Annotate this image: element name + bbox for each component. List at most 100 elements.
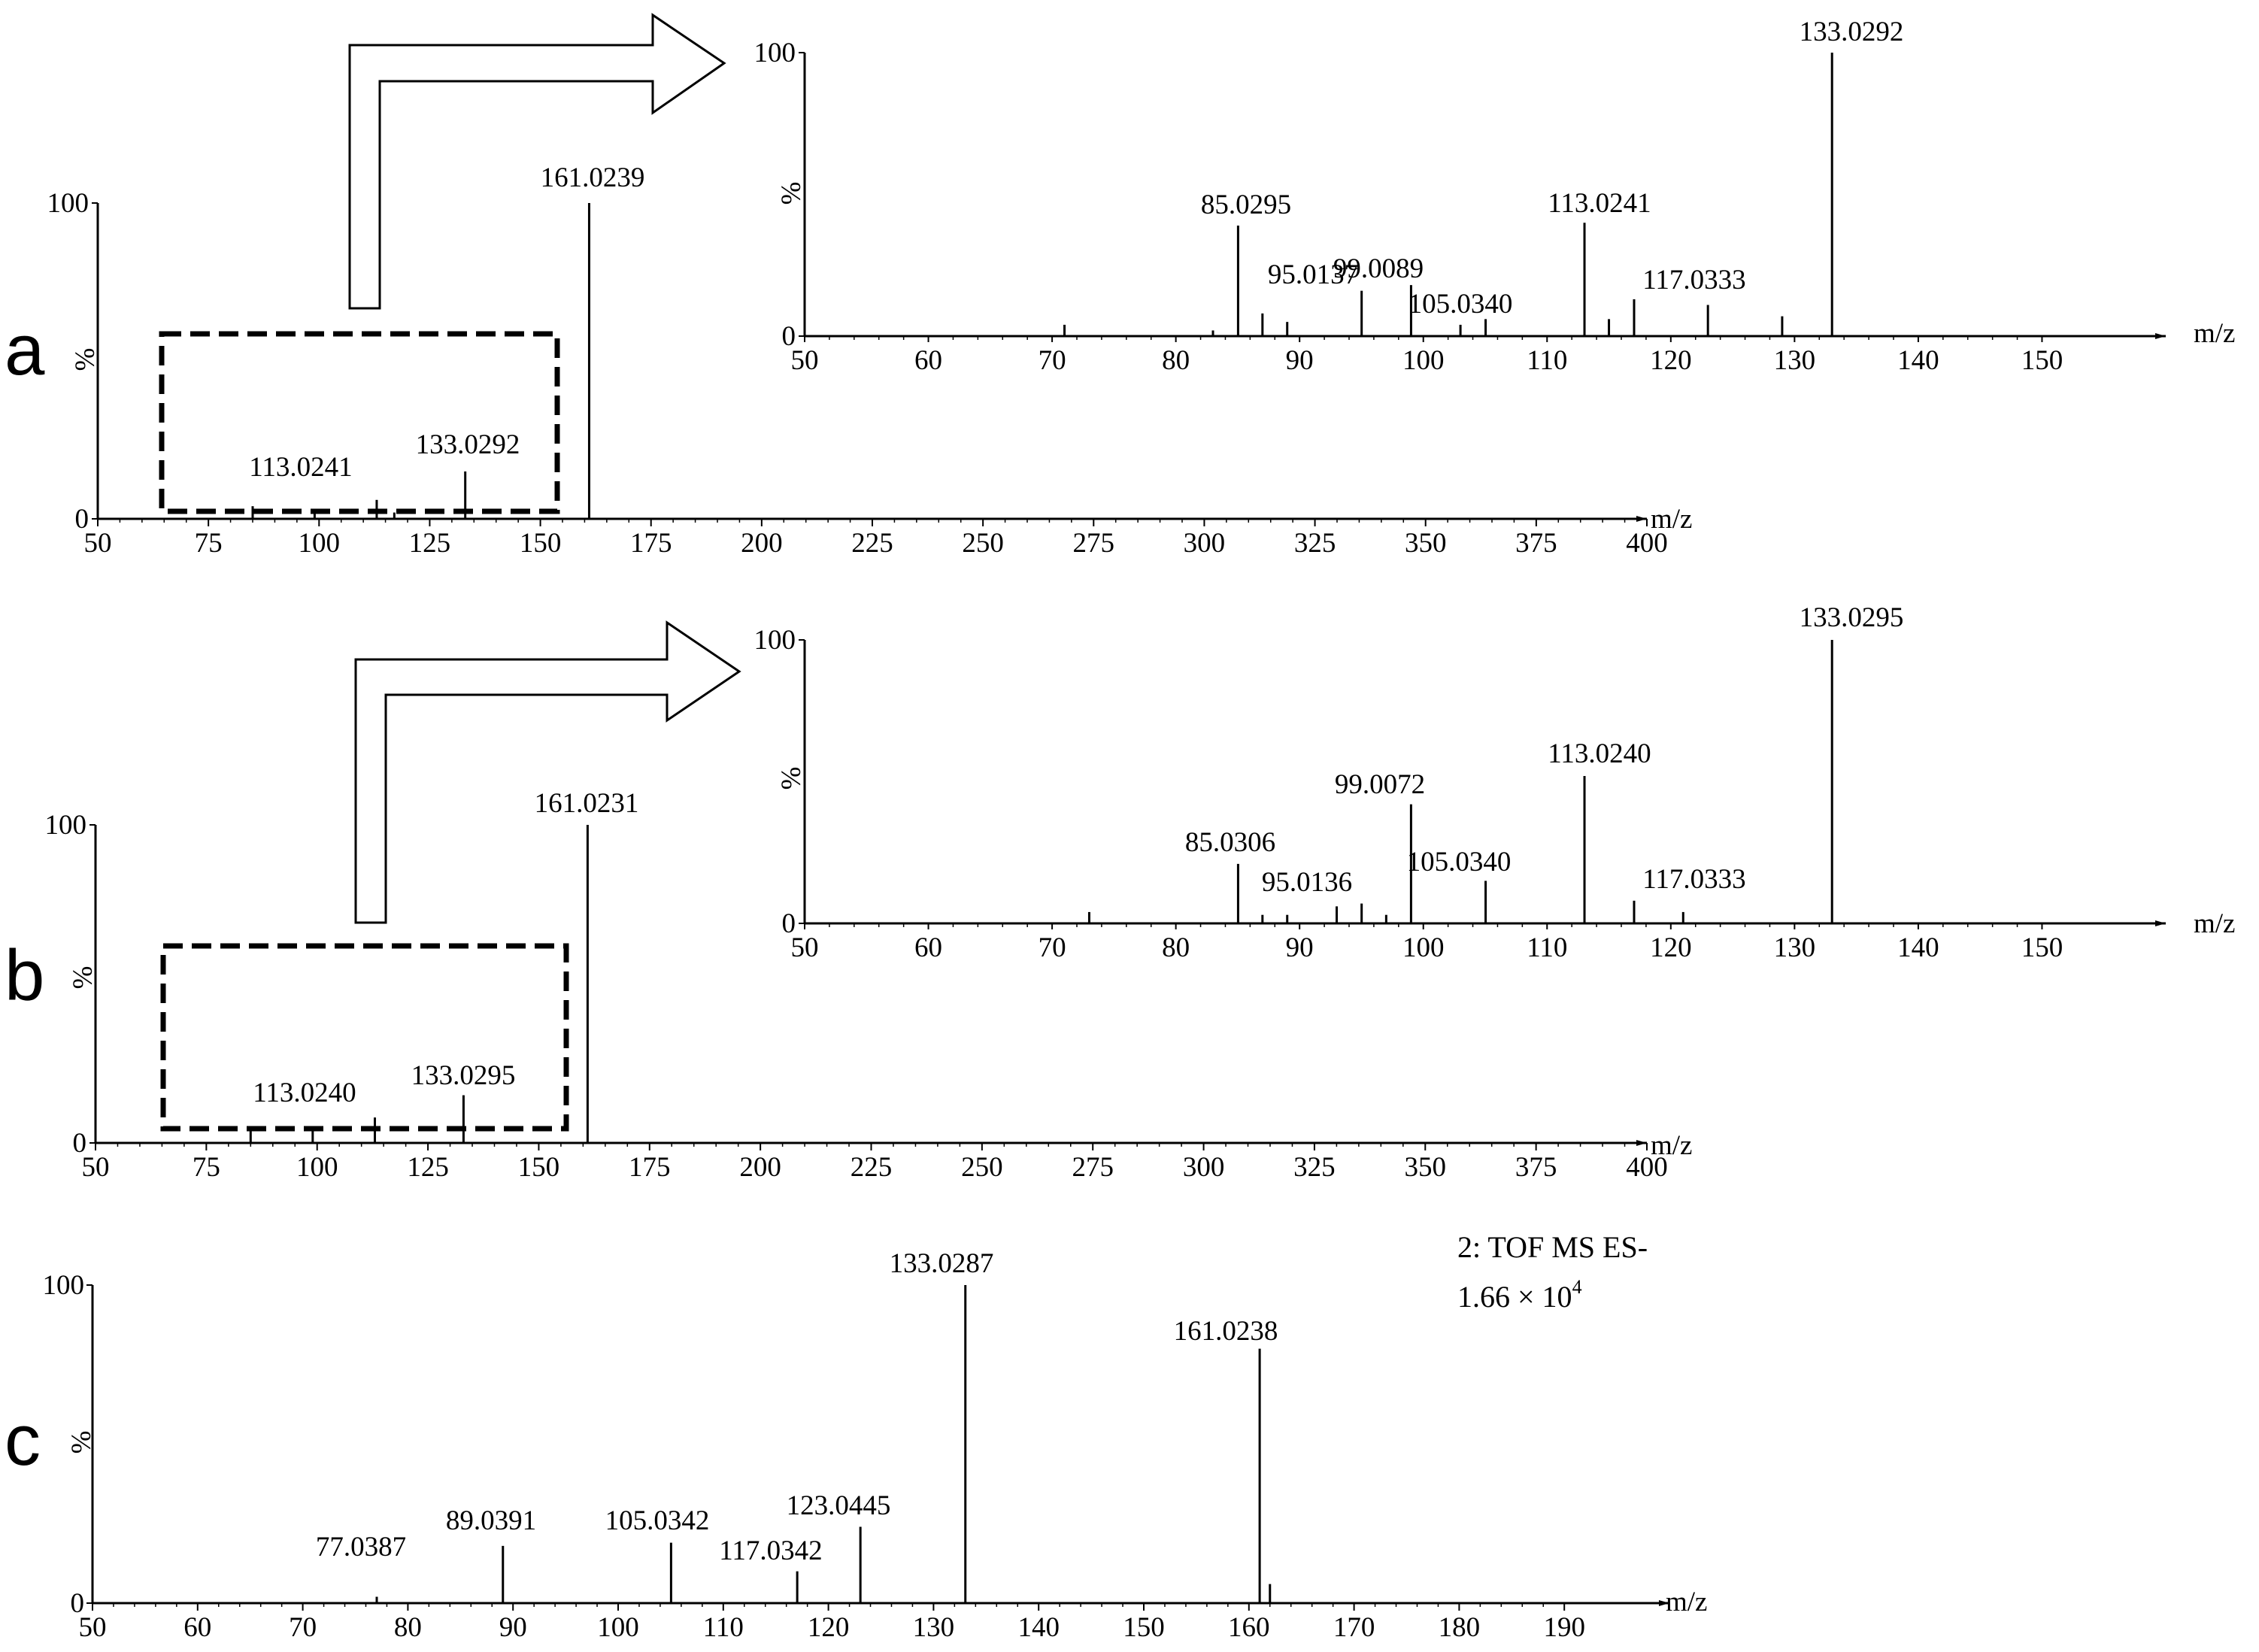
x-tick-label: 110 bbox=[1527, 345, 1567, 376]
peak-label: 133.0292 bbox=[1800, 17, 1904, 47]
peak-label: 113.0240 bbox=[1548, 738, 1651, 769]
x-axis-arrow bbox=[2155, 920, 2166, 926]
x-tick-label: 225 bbox=[851, 1152, 893, 1183]
peak-label: 99.0089 bbox=[1333, 253, 1424, 284]
x-tick-label: 60 bbox=[914, 932, 942, 963]
x-tick-label: 125 bbox=[407, 1152, 449, 1183]
x-tick-label: 70 bbox=[1039, 932, 1066, 963]
x-tick-label: 400 bbox=[1626, 1152, 1668, 1183]
x-tick-label: 140 bbox=[1017, 1612, 1060, 1643]
x-tick-label: 100 bbox=[299, 528, 341, 559]
y-tick-label: 0 bbox=[782, 908, 796, 939]
y-axis-label: % bbox=[776, 767, 807, 790]
x-tick-label: 60 bbox=[183, 1612, 211, 1643]
y-tick-label: 0 bbox=[71, 1588, 85, 1619]
x-tick-label: 90 bbox=[1286, 345, 1314, 376]
x-tick-label: 50 bbox=[79, 1612, 107, 1643]
peak-label: 133.0295 bbox=[1800, 602, 1904, 633]
y-axis-label: % bbox=[776, 182, 807, 205]
peak-label: 133.0287 bbox=[890, 1248, 994, 1279]
y-axis-label: % bbox=[66, 1431, 97, 1454]
y-tick-label: 0 bbox=[75, 504, 89, 535]
zoom-arrow-b bbox=[354, 620, 741, 924]
x-axis-label: m/z bbox=[1651, 1130, 1692, 1161]
x-tick-label: 275 bbox=[1072, 1152, 1114, 1183]
peak-label: 105.0342 bbox=[605, 1505, 710, 1536]
peak-label: 133.0295 bbox=[411, 1060, 516, 1091]
instrument-annotation-line2: 1.66 × 104 bbox=[1457, 1276, 1582, 1314]
x-tick-label: 300 bbox=[1183, 1152, 1225, 1183]
x-axis-arrow bbox=[2155, 333, 2166, 339]
x-axis-label: m/z bbox=[1666, 1587, 1707, 1617]
x-tick-label: 400 bbox=[1626, 528, 1668, 559]
x-tick-label: 150 bbox=[2021, 345, 2063, 376]
y-tick-label: 0 bbox=[782, 321, 796, 352]
x-tick-label: 70 bbox=[289, 1612, 317, 1643]
x-tick-label: 100 bbox=[1402, 932, 1445, 963]
peak-label: 89.0391 bbox=[446, 1505, 536, 1536]
x-tick-label: 50 bbox=[82, 1152, 110, 1183]
y-tick-label: 100 bbox=[45, 810, 87, 841]
x-tick-label: 325 bbox=[1294, 528, 1336, 559]
x-tick-label: 200 bbox=[741, 528, 783, 559]
x-tick-label: 140 bbox=[1897, 932, 1939, 963]
x-tick-label: 110 bbox=[1527, 932, 1567, 963]
y-axis-label: % bbox=[70, 348, 101, 371]
x-axis-arrow bbox=[1636, 516, 1647, 522]
x-tick-label: 250 bbox=[962, 528, 1004, 559]
peak-label: 161.0231 bbox=[535, 788, 639, 819]
x-tick-label: 75 bbox=[195, 528, 223, 559]
x-tick-label: 130 bbox=[1774, 932, 1816, 963]
peak-label: 105.0340 bbox=[1407, 847, 1512, 878]
x-tick-label: 170 bbox=[1333, 1612, 1375, 1643]
x-tick-label: 325 bbox=[1293, 1152, 1336, 1183]
x-tick-label: 100 bbox=[296, 1152, 338, 1183]
x-tick-label: 175 bbox=[629, 1152, 671, 1183]
x-tick-label: 70 bbox=[1039, 345, 1066, 376]
x-tick-label: 150 bbox=[518, 1152, 560, 1183]
peak-label: 161.0238 bbox=[1174, 1316, 1278, 1347]
x-tick-label: 200 bbox=[739, 1152, 781, 1183]
x-tick-label: 150 bbox=[2021, 932, 2063, 963]
x-tick-label: 80 bbox=[1162, 345, 1190, 376]
y-axis-label: % bbox=[68, 966, 99, 990]
x-tick-label: 80 bbox=[1162, 932, 1190, 963]
y-tick-label: 100 bbox=[754, 625, 796, 656]
peak-label: 113.0241 bbox=[1548, 188, 1651, 219]
y-tick-label: 100 bbox=[43, 1270, 85, 1301]
x-tick-label: 110 bbox=[703, 1612, 744, 1643]
peak-label: 95.0137 bbox=[1268, 259, 1358, 290]
y-tick-label: 100 bbox=[47, 188, 89, 219]
x-tick-label: 130 bbox=[913, 1612, 955, 1643]
x-tick-label: 150 bbox=[520, 528, 562, 559]
panel-letter-c: c bbox=[5, 1400, 41, 1481]
x-axis-arrow bbox=[1636, 1140, 1647, 1146]
zoom-box-a bbox=[159, 331, 560, 514]
peak-label: 99.0072 bbox=[1335, 769, 1425, 800]
x-tick-label: 350 bbox=[1405, 1152, 1447, 1183]
x-axis-label: m/z bbox=[2194, 318, 2235, 349]
y-tick-label: 100 bbox=[754, 38, 796, 68]
panel-letter-b: b bbox=[5, 935, 44, 1016]
x-tick-label: 375 bbox=[1515, 528, 1557, 559]
x-tick-label: 50 bbox=[84, 528, 112, 559]
x-tick-label: 50 bbox=[791, 932, 819, 963]
x-axis-label: m/z bbox=[2194, 908, 2235, 939]
peak-label: 105.0340 bbox=[1408, 289, 1513, 320]
peak-label: 85.0306 bbox=[1185, 827, 1275, 858]
x-tick-label: 225 bbox=[851, 528, 893, 559]
x-tick-label: 180 bbox=[1439, 1612, 1481, 1643]
peak-label: 133.0292 bbox=[416, 429, 520, 460]
x-tick-label: 150 bbox=[1123, 1612, 1165, 1643]
x-tick-label: 130 bbox=[1774, 345, 1816, 376]
x-tick-label: 175 bbox=[630, 528, 672, 559]
instrument-annotation-line1: 2: TOF MS ES- bbox=[1457, 1230, 1648, 1264]
x-tick-label: 120 bbox=[808, 1612, 850, 1643]
y-tick-label: 0 bbox=[73, 1128, 87, 1159]
x-tick-label: 80 bbox=[394, 1612, 422, 1643]
